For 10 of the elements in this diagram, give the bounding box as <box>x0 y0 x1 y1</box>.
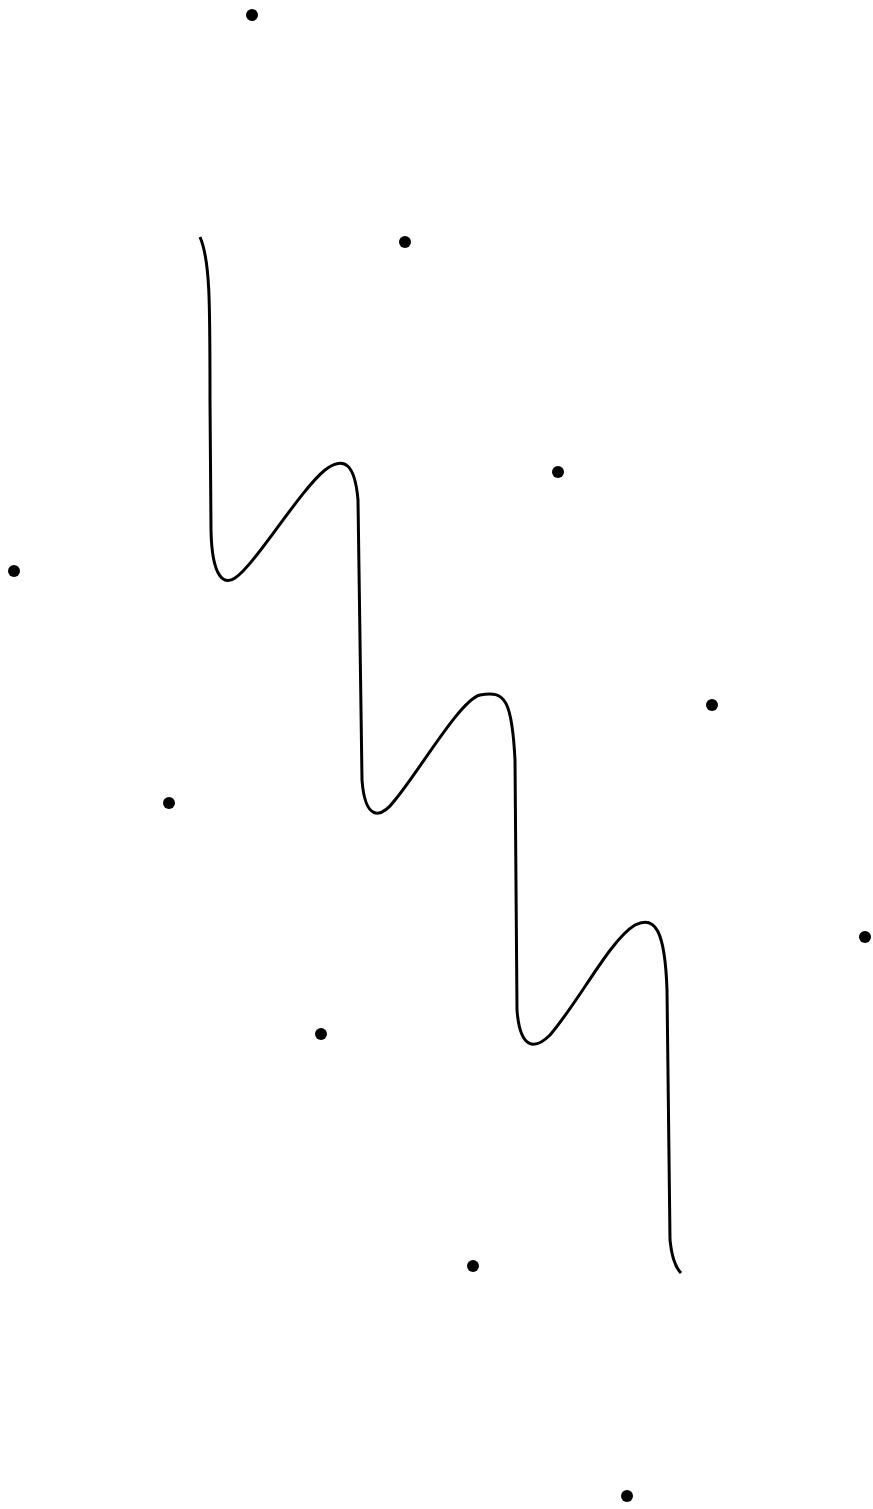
dot <box>552 466 564 478</box>
dot <box>706 699 718 711</box>
dot <box>246 9 258 21</box>
dot <box>8 565 20 577</box>
dot <box>859 931 871 943</box>
dot <box>163 797 175 809</box>
dot <box>399 236 411 248</box>
dot <box>467 1260 479 1272</box>
dot <box>315 1028 327 1040</box>
dot <box>621 1490 633 1502</box>
